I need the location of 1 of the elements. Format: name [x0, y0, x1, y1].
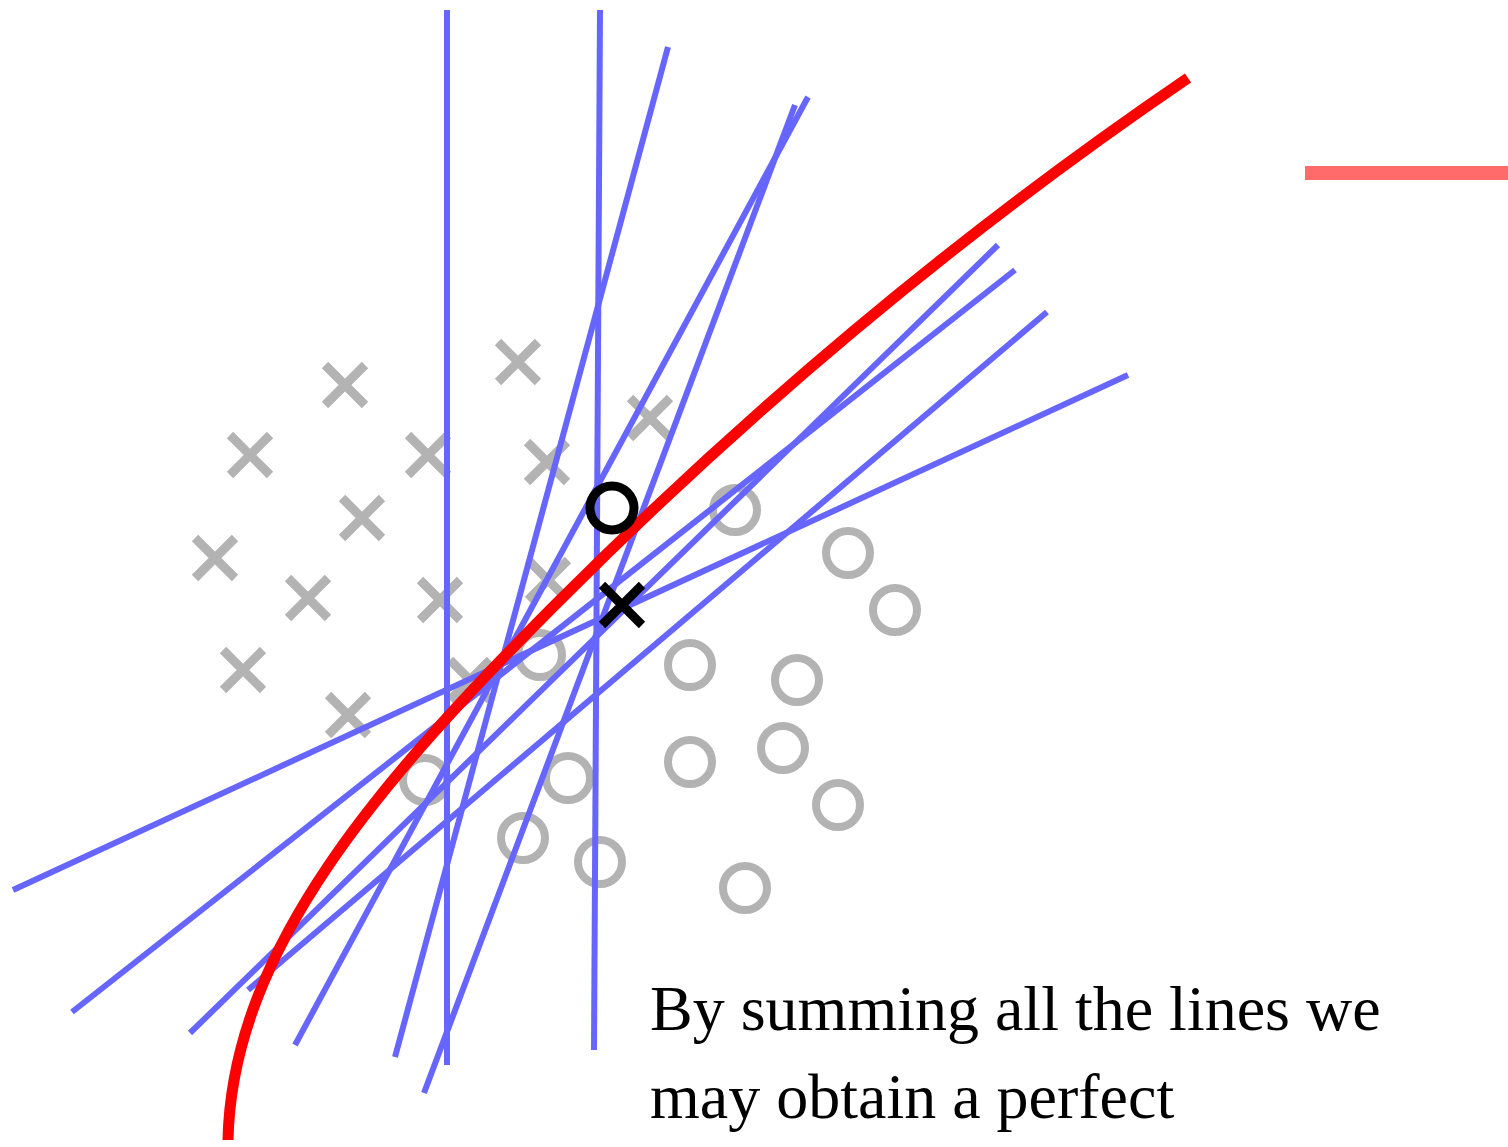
caption-text: By summing all the lines we may obtain a perfect: [650, 972, 1382, 1134]
